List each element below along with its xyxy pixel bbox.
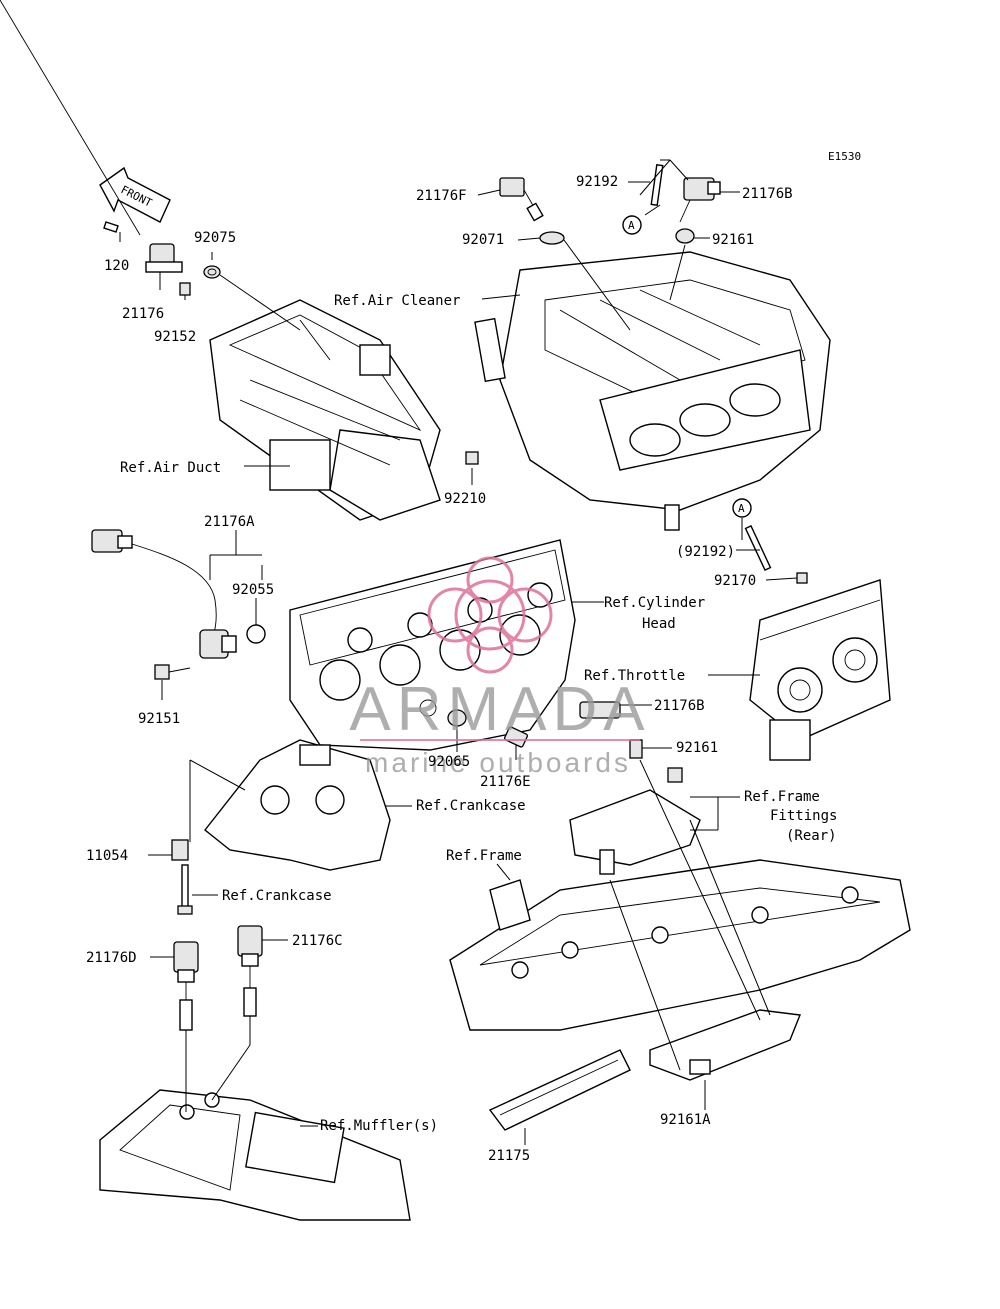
label-ref-crankcase-bottom: Ref.Crankcase [222, 888, 332, 904]
label-92075: 92075 [194, 230, 236, 246]
bracket-11054 [165, 839, 189, 861]
label-120: 120 [104, 258, 129, 274]
label-92151: 92151 [138, 711, 180, 727]
label-ref-cylinder-head-line2: Head [642, 616, 676, 632]
label-ref-throttle: Ref.Throttle [584, 668, 685, 684]
label-ref-frame-fittings-line3: (Rear) [786, 828, 837, 844]
air-duct [209, 299, 441, 521]
watermark-brand: ARMADA [349, 675, 650, 744]
label-92170: 92170 [714, 573, 756, 589]
bolt-crankcase [177, 864, 193, 915]
svg-text:A: A [628, 219, 635, 232]
label-ref-air-cleaner: Ref.Air Cleaner [334, 293, 460, 309]
crank-sensor-21176 [0, 0, 183, 273]
ecu-bracket-92161A [649, 1009, 801, 1081]
front-arrow-icon: FRONT [99, 166, 171, 223]
cap-92170 [796, 572, 808, 584]
o-ring-92055 [246, 624, 266, 644]
label-21176E: 21176E [480, 774, 531, 790]
pin-92192-mid [744, 524, 772, 572]
label-92161-mid: 92161 [676, 740, 718, 756]
diagram-code: E1530 [828, 150, 861, 163]
grommet-92071 [539, 231, 565, 245]
label-ref-frame-fittings-line2: Fittings [770, 808, 837, 824]
label-11054: 11054 [86, 848, 128, 864]
grommet-92161-top [675, 228, 695, 244]
label-21176A: 21176A [204, 514, 255, 530]
label-92055: 92055 [232, 582, 274, 598]
label-21176C: 21176C [292, 933, 343, 949]
sensor-21176B-top [679, 177, 721, 223]
sensor-21176A [91, 529, 237, 659]
throttle-body [749, 579, 891, 761]
label-ref-frame-fittings-line1: Ref.Frame [744, 789, 820, 805]
label-ref-air-duct: Ref.Air Duct [120, 460, 221, 476]
sensor-21176F [499, 177, 544, 222]
frame-fittings-rear [569, 767, 701, 875]
label-92192: 92192 [576, 174, 618, 190]
label-21176B-top: 21176B [742, 186, 793, 202]
label-92071: 92071 [462, 232, 504, 248]
collar-92152 [179, 282, 191, 296]
bolt-92151 [154, 664, 191, 680]
label-92152: 92152 [154, 329, 196, 345]
label-92161A: 92161A [660, 1112, 711, 1128]
nut-92210 [465, 451, 479, 465]
label-21176D: 21176D [86, 950, 137, 966]
label-21175: 21175 [488, 1148, 530, 1164]
label-21176: 21176 [122, 306, 164, 322]
label-ref-cylinder-head-line1: Ref.Cylinder [604, 595, 705, 611]
label-ref-crankcase-top: Ref.Crankcase [416, 798, 526, 814]
ecu-21175 [488, 1049, 631, 1131]
o2-sensor-21176C [237, 925, 263, 1017]
air-cleaner [474, 251, 831, 531]
label-21176F: 21176F [416, 188, 467, 204]
pin-92192-top [650, 163, 664, 207]
watermark-tagline: marine outboards [365, 747, 631, 778]
label-92161-top: 92161 [712, 232, 754, 248]
frame [449, 859, 911, 1031]
reference-marker-a-top: A [622, 215, 642, 235]
watermark-logo [427, 556, 553, 674]
label-ref-mufflers: Ref.Muffler(s) [320, 1118, 438, 1134]
muffler [99, 1089, 411, 1221]
sensor-21176B-mid [579, 701, 621, 719]
leader-lines [119, 159, 798, 1145]
label-92210: 92210 [444, 491, 486, 507]
label-ref-frame: Ref.Frame [446, 848, 522, 864]
sensor-21176E [503, 726, 529, 748]
svg-text:A: A [738, 502, 745, 515]
label-21176B-mid: 21176B [654, 698, 705, 714]
label-92192-paren: (92192) [676, 544, 735, 560]
reference-marker-a-mid: A [732, 498, 752, 518]
o2-sensor-21176D [173, 941, 199, 1031]
label-92065: 92065 [428, 754, 470, 770]
crankcase [204, 739, 391, 871]
grommet-92075 [203, 265, 221, 279]
